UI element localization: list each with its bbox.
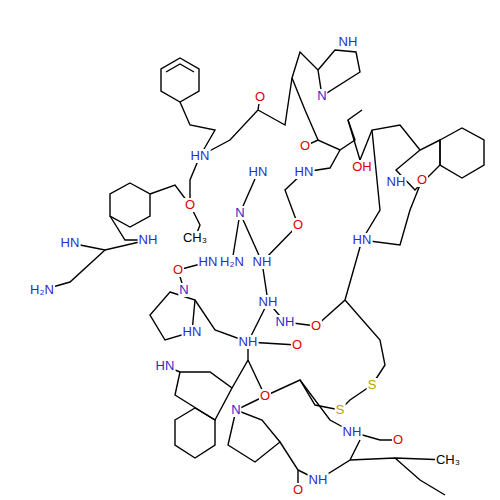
atom-label: O: [416, 173, 428, 187]
atom-label: NH: [258, 295, 279, 309]
atom-label: NH: [252, 255, 273, 269]
atom-label: N: [316, 89, 327, 103]
atom-label: O: [310, 319, 322, 333]
atom-label: O: [299, 139, 311, 153]
atom-label: H₂N: [29, 283, 55, 297]
atom-label: O: [292, 483, 304, 497]
atom-label: HN: [294, 165, 315, 179]
atom-label: O: [292, 218, 304, 232]
atom-label: NH: [342, 425, 363, 439]
atom-label: CH₃: [182, 231, 208, 245]
atom-label: O: [259, 389, 271, 403]
atom-label: H₂N: [219, 255, 245, 269]
atom-label: O: [184, 198, 196, 212]
atom-label: HN: [198, 255, 219, 269]
atom-label: O: [172, 263, 184, 277]
atom-label: O: [291, 338, 303, 352]
atom-label: O: [254, 90, 266, 104]
atom-label: NH: [138, 233, 159, 247]
atom-label: NH: [338, 35, 359, 49]
atom-label: HN: [248, 165, 269, 179]
atom-label: HN: [155, 359, 176, 373]
atom-label: HN: [190, 149, 211, 163]
atom-label: NH: [386, 175, 407, 189]
atom-label: OH: [351, 160, 373, 174]
atom-label: HN: [60, 236, 81, 250]
atom-label: O: [392, 433, 404, 447]
atom-label: N: [230, 403, 241, 417]
atom-label: NH: [238, 335, 259, 349]
atom-label: HN: [352, 233, 373, 247]
atom-label: HN: [182, 325, 203, 339]
atom-label: N: [178, 283, 189, 297]
atom-label: N: [234, 206, 245, 220]
atom-label: NH: [308, 473, 329, 487]
atom-label: S: [335, 403, 346, 417]
atom-label: NH: [275, 315, 296, 329]
atom-label: CH₃: [435, 453, 461, 467]
atom-label: S: [367, 378, 378, 392]
